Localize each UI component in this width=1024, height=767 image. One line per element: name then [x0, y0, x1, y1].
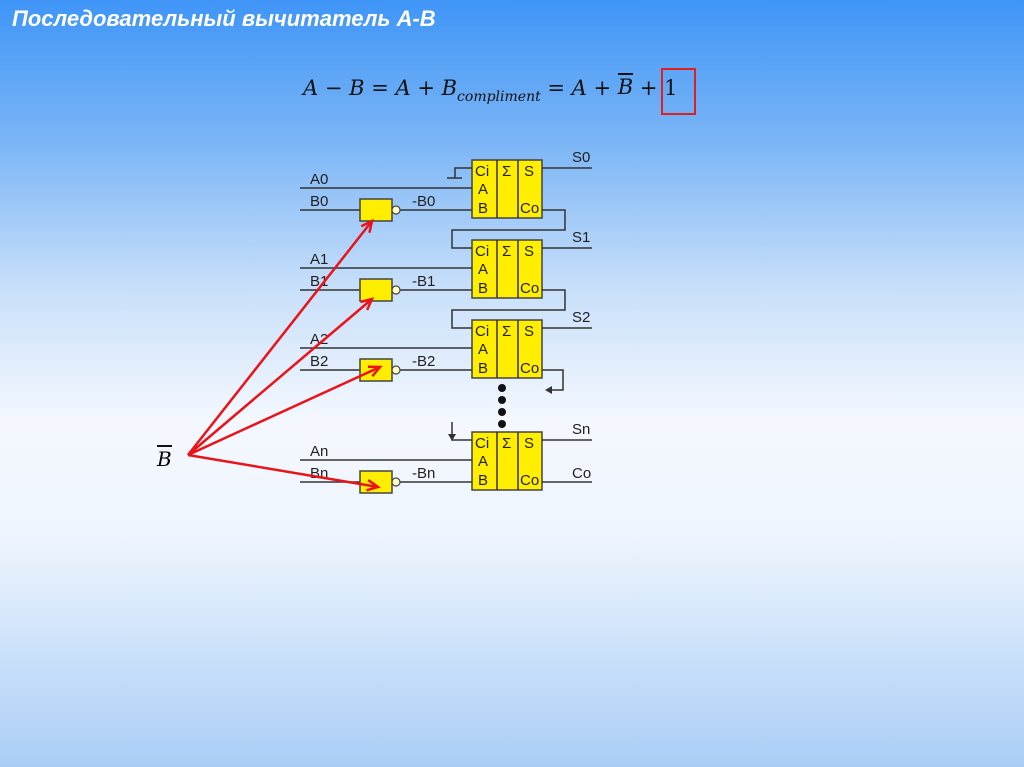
sum-output-label: S1	[572, 229, 590, 246]
carry-wire	[542, 369, 564, 391]
a-input-label: A1	[310, 251, 328, 268]
b-bar-label: B	[157, 445, 172, 471]
sum-output-label: S2	[572, 309, 590, 326]
s-label: S	[524, 163, 534, 180]
sigma-label: Σ	[502, 163, 511, 180]
nb-label: -B2	[412, 353, 435, 370]
red-arrow	[187, 298, 373, 456]
ground-icon	[447, 167, 472, 179]
inverter-bubble	[391, 365, 401, 375]
full-adder-block	[471, 431, 543, 491]
b-input-label: B1	[310, 273, 328, 290]
sigma-label: Σ	[502, 243, 511, 260]
red-arrowhead	[360, 297, 375, 311]
s-label: S	[524, 435, 534, 452]
ellipsis-dot	[498, 408, 506, 416]
nb-label: -Bn	[412, 465, 435, 482]
inverter-bubble	[391, 477, 401, 487]
full-adder-block	[471, 159, 543, 219]
sigma-label: Σ	[502, 435, 511, 452]
full-adder-block	[471, 319, 543, 379]
b-label: B	[478, 472, 488, 489]
sum-output-label: S0	[572, 149, 590, 166]
s-label: S	[524, 323, 534, 340]
red-arrow	[187, 365, 381, 457]
carry-output-label: Co	[572, 465, 591, 482]
ci-label: Ci	[475, 243, 489, 260]
inverter-bubble	[391, 285, 401, 295]
a-label: A	[478, 341, 488, 358]
sigma-label: Σ	[502, 323, 511, 340]
arrowhead	[545, 386, 552, 394]
a-label: A	[478, 261, 488, 278]
ellipsis-dot	[498, 396, 506, 404]
a-input-label: An	[310, 443, 328, 460]
carry-wire	[451, 422, 472, 441]
ellipsis-dot	[498, 420, 506, 428]
inverter	[359, 198, 393, 222]
ci-label: Ci	[475, 163, 489, 180]
co-label: Co	[520, 280, 539, 297]
nb-label: -B0	[412, 193, 435, 210]
a-input-label: A0	[310, 171, 328, 188]
formula: A − B = A + Bcompliment = A + B + 1	[303, 73, 678, 105]
red-arrowhead	[367, 365, 383, 378]
red-arrow	[187, 453, 379, 489]
inverter-bubble	[391, 205, 401, 215]
s-label: S	[524, 243, 534, 260]
full-adder-block	[471, 239, 543, 299]
co-label: Co	[520, 360, 539, 377]
co-label: Co	[520, 472, 539, 489]
sum-output-label: Sn	[572, 421, 590, 438]
inverter	[359, 278, 393, 302]
ci-label: Ci	[475, 323, 489, 340]
red-arrowhead	[360, 218, 374, 233]
highlight-box	[661, 68, 696, 115]
b-input-label: Bn	[310, 465, 328, 482]
b-input-label: B0	[310, 193, 328, 210]
inverter	[359, 470, 393, 494]
slide-title: Последовательный вычитатель A-B	[12, 6, 436, 31]
b-label: B	[478, 360, 488, 377]
ellipsis-dot	[498, 384, 506, 392]
a-input-label: A2	[310, 331, 328, 348]
arrowhead	[448, 434, 456, 441]
a-label: A	[478, 453, 488, 470]
nb-label: -B1	[412, 273, 435, 290]
a-label: A	[478, 181, 488, 198]
b-label: B	[478, 200, 488, 217]
red-arrowhead	[366, 479, 381, 492]
carry-wire	[451, 289, 566, 329]
ci-label: Ci	[475, 435, 489, 452]
b-label: B	[478, 280, 488, 297]
b-input-label: B2	[310, 353, 328, 370]
red-arrow	[187, 220, 373, 456]
co-label: Co	[520, 200, 539, 217]
carry-wire	[451, 209, 566, 249]
